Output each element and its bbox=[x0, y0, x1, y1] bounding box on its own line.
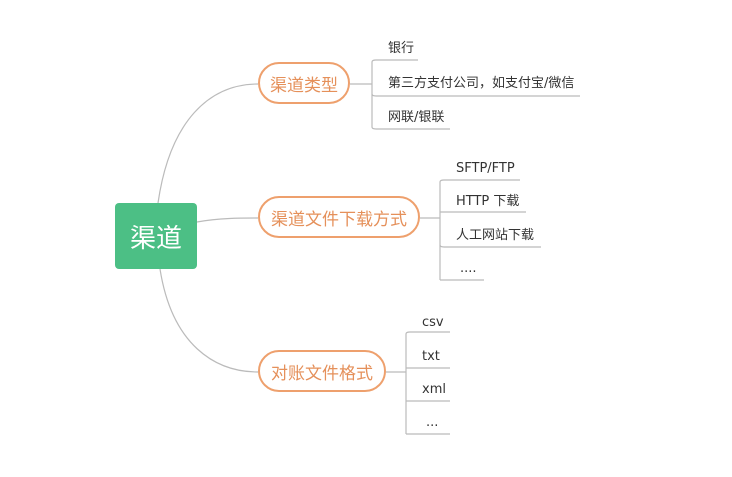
leaf-node-ellipsis[interactable]: .... bbox=[460, 261, 477, 276]
branch-node-label: 对账文件格式 bbox=[271, 363, 373, 384]
root-node[interactable]: 渠道 bbox=[115, 203, 197, 269]
root-branch-3-connector bbox=[159, 268, 259, 373]
branch-node-label: 渠道文件下载方式 bbox=[271, 209, 407, 230]
branch-node-label: 渠道类型 bbox=[270, 75, 338, 96]
leaf-node-csv[interactable]: csv bbox=[422, 315, 444, 330]
leaf-node-txt[interactable]: txt bbox=[422, 349, 440, 364]
leaf-node-third-party-payment[interactable]: 第三方支付公司，如支付宝/微信 bbox=[388, 76, 575, 91]
leaf-node-netunion-unionpay[interactable]: 网联/银联 bbox=[388, 110, 445, 125]
branch-1-leaf-3-underline bbox=[371, 126, 450, 130]
leaf-node-xml[interactable]: xml bbox=[422, 382, 446, 397]
leaf-node-ellipsis[interactable]: ... bbox=[426, 415, 439, 430]
branch-3-bracket bbox=[386, 334, 407, 434]
root-branch-1-connector bbox=[157, 83, 259, 204]
branch-node-channel-type[interactable]: 渠道类型 bbox=[258, 62, 350, 104]
branch-2-bracket bbox=[420, 182, 441, 280]
leaf-node-bank[interactable]: 银行 bbox=[388, 41, 415, 56]
branch-2-leaf-3-underline bbox=[439, 244, 541, 248]
root-node-label: 渠道 bbox=[129, 223, 182, 254]
branch-node-file-format[interactable]: 对账文件格式 bbox=[258, 350, 386, 392]
leaf-node-http-download[interactable]: HTTP 下载 bbox=[456, 194, 520, 209]
branch-1-leaf-2-underline bbox=[371, 93, 580, 97]
branch-3-leaf-1-underline bbox=[405, 331, 450, 335]
branch-2-leaf-1-underline bbox=[439, 179, 520, 183]
branch-1-bracket bbox=[350, 62, 373, 127]
leaf-node-sftp-ftp[interactable]: SFTP/FTP bbox=[456, 161, 515, 176]
root-branch-2-connector bbox=[196, 217, 259, 223]
branch-1-leaf-1-underline bbox=[371, 59, 418, 63]
leaf-node-manual-website-download[interactable]: 人工网站下载 bbox=[456, 228, 535, 243]
branch-node-download-method[interactable]: 渠道文件下载方式 bbox=[258, 196, 420, 238]
